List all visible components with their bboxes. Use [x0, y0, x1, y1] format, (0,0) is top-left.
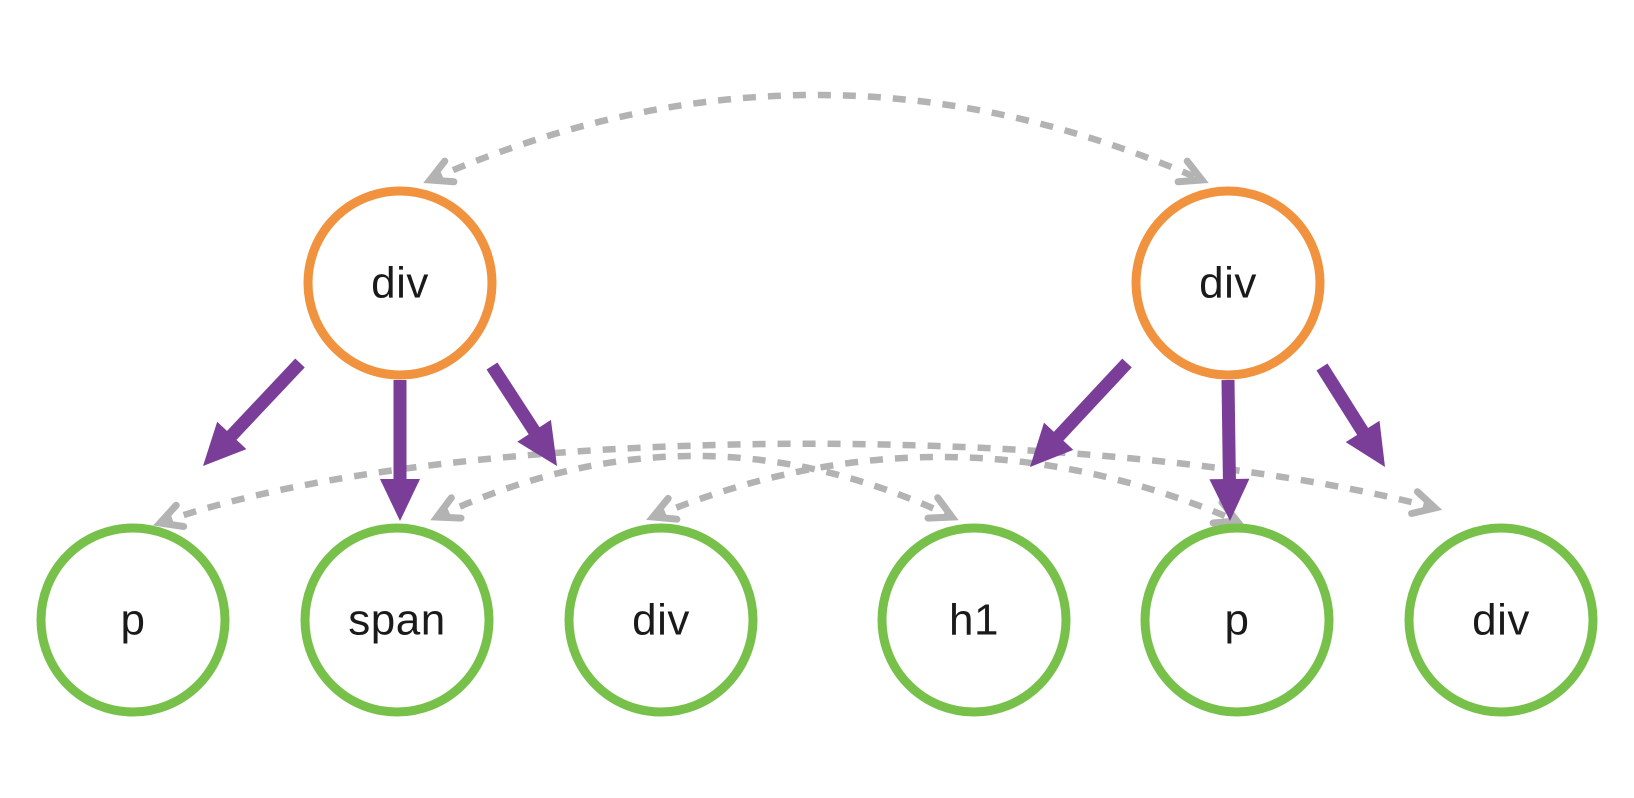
- child-1-label: p: [121, 596, 146, 645]
- child-1-circle: [36, 523, 230, 717]
- parent-left-circle: [303, 186, 497, 380]
- parent-child-arrowhead-icon: [1345, 420, 1385, 467]
- child-6-circle: [1404, 523, 1598, 717]
- parent-child-arrow-shaft: [486, 362, 544, 442]
- child-node-3: div: [564, 523, 758, 717]
- child-2-label: span: [348, 596, 445, 645]
- child-4-circle: [877, 523, 1071, 717]
- sibling-arrowhead-icon: [646, 494, 681, 523]
- child-node-5: p: [1140, 523, 1334, 717]
- child-node-2: span: [300, 523, 494, 717]
- child-6-label: div: [1472, 596, 1530, 645]
- sibling-arcs: [158, 91, 1436, 527]
- sibling-arrowhead-icon: [924, 494, 959, 522]
- parent-child-arrow-shaft: [1316, 363, 1373, 442]
- parent-child-arrow-shaft: [1048, 358, 1132, 447]
- child-4-label: h1: [949, 596, 999, 645]
- parent-child-arrow-shaft: [1221, 379, 1236, 488]
- parent-child-arrow-shaft: [221, 358, 305, 446]
- sibling-arc-child3-child5: [651, 453, 1239, 524]
- sibling-arrowhead-icon: [1174, 157, 1209, 186]
- sibling-arrowhead-icon: [1408, 488, 1443, 517]
- child-3-circle: [564, 523, 758, 717]
- parent-right-label: div: [1199, 259, 1257, 308]
- child-5-label: p: [1225, 596, 1250, 645]
- sibling-arrowhead-icon: [152, 501, 188, 530]
- child-2-circle: [300, 523, 494, 717]
- child-3-label: div: [632, 596, 690, 645]
- sibling-arc-child1-child6: [158, 440, 1436, 527]
- sibling-arc-parents: [428, 91, 1204, 183]
- parent-child-arrows: [203, 358, 1385, 521]
- sibling-arrowhead-icon: [423, 157, 458, 186]
- parent-child-arrowhead-icon: [517, 419, 557, 466]
- child-node-4: h1: [877, 523, 1071, 717]
- parent-child-arrowhead-icon: [203, 421, 247, 466]
- parent-left-label: div: [371, 259, 429, 308]
- parent-node-left: div: [303, 186, 497, 380]
- parent-node-right: div: [1131, 186, 1325, 380]
- parent-right-circle: [1131, 186, 1325, 380]
- parent-child-arrowhead-icon: [1030, 422, 1074, 467]
- parent-child-arrowhead-icon: [380, 479, 420, 521]
- sibling-arc-child2-child4: [435, 452, 954, 520]
- child-5-circle: [1140, 523, 1334, 717]
- child-node-1: p: [36, 523, 230, 717]
- child-node-6: div: [1404, 523, 1598, 717]
- parent-child-arrowhead-icon: [1209, 478, 1250, 521]
- sibling-arrowhead-icon: [430, 494, 465, 522]
